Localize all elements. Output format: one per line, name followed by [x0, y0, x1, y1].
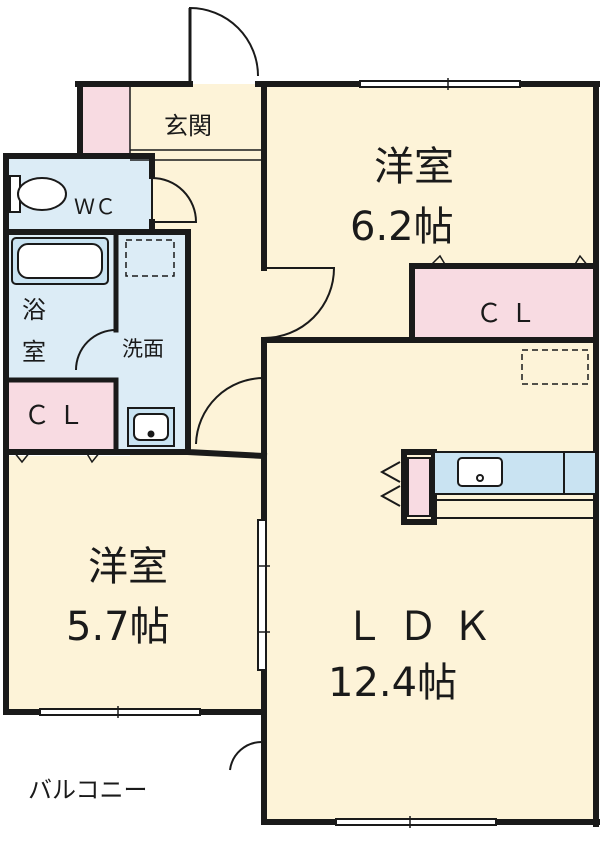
pantry-door [379, 457, 431, 517]
western-room-south-floor [6, 456, 264, 712]
interior-doors[interactable] [75, 177, 336, 771]
balcony-floor [6, 712, 262, 845]
kitchen-counter [433, 451, 597, 519]
window-south-room [39, 708, 201, 716]
ldk-floor [264, 340, 596, 822]
closet-doors [10, 254, 596, 464]
washer-pan [125, 239, 175, 277]
closet-north-label: ＣＬ [476, 299, 544, 329]
window-ldk-south [335, 818, 497, 826]
western-room-north-name: 洋室 [374, 144, 454, 190]
windows [39, 80, 521, 826]
window-south-room-east [257, 519, 267, 671]
kitchen-counter-wall [401, 449, 437, 525]
bathroom-label-line2: 室 [22, 338, 46, 366]
entrance-label: 玄関 [164, 112, 212, 140]
ldk-name: ＬＤＫ [344, 604, 506, 650]
ldk-size: 12.4帖 [328, 660, 457, 706]
refrigerator-space [521, 349, 589, 385]
window-north-room [359, 80, 521, 88]
toilet-label: ＷＣ [74, 195, 116, 219]
entrance-floor [80, 84, 130, 156]
closet-west-label: ＣＬ [24, 401, 92, 431]
door-toilet[interactable] [151, 177, 198, 223]
entrance-step-line [130, 149, 264, 161]
western-room-south-name: 洋室 [88, 544, 168, 590]
washroom-label: 洗面 [122, 337, 164, 361]
closet-west-floor [6, 380, 116, 452]
washbasin [127, 407, 175, 447]
door-balcony[interactable] [229, 740, 263, 771]
door-bath[interactable] [75, 329, 117, 371]
bathroom-label-line1: 浴 [22, 296, 46, 324]
toilet-fixture [9, 175, 67, 213]
door-south-room[interactable] [195, 376, 265, 445]
western-room-north-size: 6.2帖 [350, 204, 454, 250]
door-north-room[interactable] [263, 267, 336, 339]
entrance-door[interactable] [188, 6, 259, 84]
wall-ticks [117, 78, 449, 828]
western-room-south-size: 5.7帖 [66, 604, 170, 650]
closet-north-floor [412, 266, 596, 338]
balcony-label: バルコニー [28, 776, 148, 804]
bathtub [11, 237, 109, 285]
